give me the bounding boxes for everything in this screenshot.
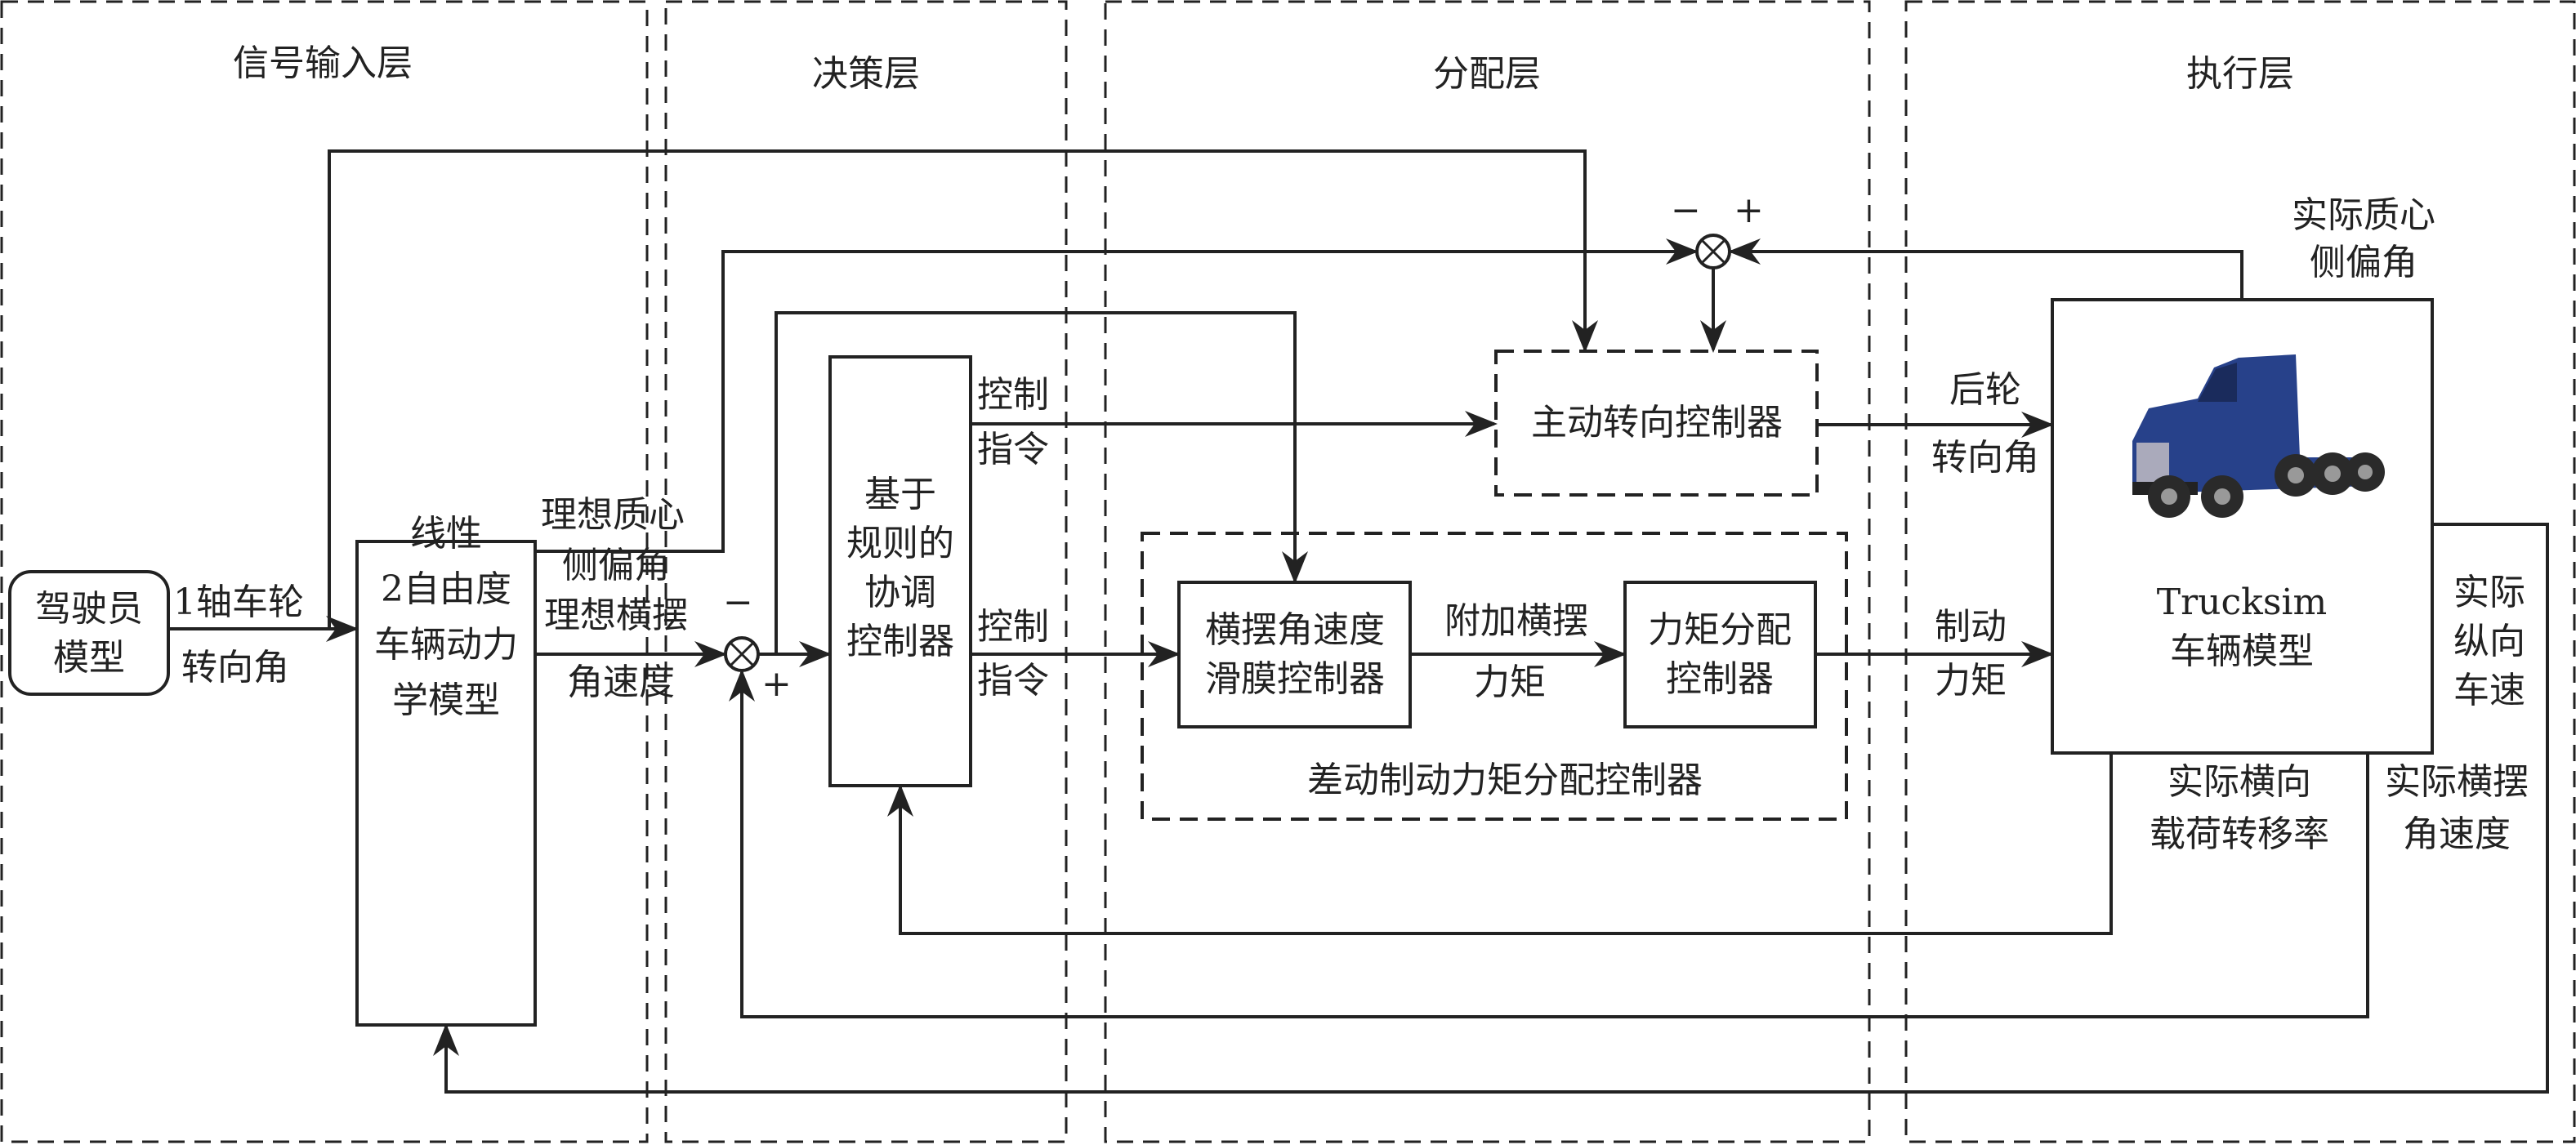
linear-2dof-model-block <box>355 540 537 1027</box>
active-steering-label: 主动转向控制器 <box>1531 402 1783 443</box>
linear-model-label-4: 学模型 <box>392 679 500 721</box>
additional-yaw-label-1: 附加横摆 <box>1444 600 1588 642</box>
ideal-yaw-label-1: 理想横摆 <box>544 595 688 636</box>
control-cmd-2-label-2: 指令 <box>977 660 1049 702</box>
ideal-sideslip-label-1: 理想质心 <box>541 494 685 536</box>
additional-yaw-label-2: 力矩 <box>1474 662 1546 703</box>
sideslip-sum-plus: + <box>1734 189 1764 231</box>
actual-sideslip-label-1: 实际质心 <box>2292 194 2435 236</box>
yaw-sum-plus: + <box>761 663 792 705</box>
layer-execution <box>1904 0 2576 1143</box>
coordinator-label-3: 协调 <box>864 572 936 613</box>
yaw-smc-label-2: 滑膜控制器 <box>1205 658 1385 700</box>
actual-yaw-label-2: 角速度 <box>2403 813 2511 855</box>
control-cmd-1-label-1: 控制 <box>977 374 1049 416</box>
torque-dist-label-2: 控制器 <box>1666 658 1774 700</box>
layer-signal-input <box>0 0 649 1143</box>
torque-distribution-block <box>1623 581 1817 728</box>
control-cmd-2-label-1: 控制 <box>977 606 1049 648</box>
front-wheel-angle-label-1: 1轴车轮 <box>173 581 304 623</box>
trucksim-label-2: 车辆模型 <box>2170 630 2314 672</box>
driver-model-label-2: 模型 <box>53 637 125 679</box>
yaw-rate-smc-block <box>1177 581 1412 728</box>
brake-torque-label-2: 力矩 <box>1935 660 2007 702</box>
layer-title-execution: 执行层 <box>2186 53 2294 95</box>
yaw-sum-minus: − <box>723 581 753 623</box>
trucksim-label-1: Trucksim <box>2157 581 2327 623</box>
actual-ltr-label-2: 载荷转移率 <box>2150 813 2329 855</box>
rear-steer-label-2: 转向角 <box>1931 437 2039 479</box>
front-wheel-angle-label-2: 转向角 <box>181 647 289 688</box>
actual-ltr-label-1: 实际横向 <box>2168 761 2311 803</box>
driver-model-block <box>8 570 170 696</box>
differential-braking-group <box>1141 532 1848 821</box>
linear-model-label-1: 线性 <box>410 513 482 555</box>
actual-yaw-label-1: 实际横摆 <box>2385 761 2529 803</box>
torque-dist-label-1: 力矩分配 <box>1648 609 1792 651</box>
layer-allocation <box>1104 0 1871 1143</box>
differential-braking-group-label: 差动制动力矩分配控制器 <box>1307 760 1703 801</box>
actual-long-speed-label-1: 实际 <box>2453 572 2525 613</box>
actual-long-speed-label-2: 纵向 <box>2453 621 2525 662</box>
layer-title-allocation: 分配层 <box>1433 53 1541 95</box>
control-cmd-1-label-2: 指令 <box>977 429 1049 470</box>
actual-long-speed-label-3: 车速 <box>2453 670 2525 711</box>
rule-based-coordinator-block <box>828 355 972 787</box>
driver-model-label-1: 驾驶员 <box>35 588 143 630</box>
linear-model-label-2: 2自由度 <box>381 568 511 610</box>
coordinator-label-2: 规则的 <box>846 523 954 564</box>
brake-torque-label-1: 制动 <box>1935 606 2007 648</box>
ideal-yaw-label-2: 角速度 <box>567 662 675 703</box>
sideslip-sum-minus: − <box>1671 189 1701 231</box>
yaw-rate-sum-junction <box>724 636 760 672</box>
truck-icon <box>2132 354 2385 518</box>
layer-decision <box>664 0 1068 1143</box>
actual-sideslip-label-2: 侧偏角 <box>2310 242 2418 283</box>
ideal-sideslip-label-2: 侧偏角 <box>562 545 670 586</box>
signal-lines <box>168 149 2549 1094</box>
yaw-smc-label-1: 横摆角速度 <box>1205 609 1385 651</box>
linear-model-label-3: 车辆动力 <box>374 624 518 666</box>
coordinator-label-1: 基于 <box>864 474 936 515</box>
coordinator-label-4: 控制器 <box>846 621 954 662</box>
sideslip-sum-junction <box>1695 234 1731 270</box>
layer-title-signal-input: 信号输入层 <box>233 42 413 84</box>
layer-title-decision: 决策层 <box>812 53 920 95</box>
rear-steer-label-1: 后轮 <box>1949 369 2021 411</box>
